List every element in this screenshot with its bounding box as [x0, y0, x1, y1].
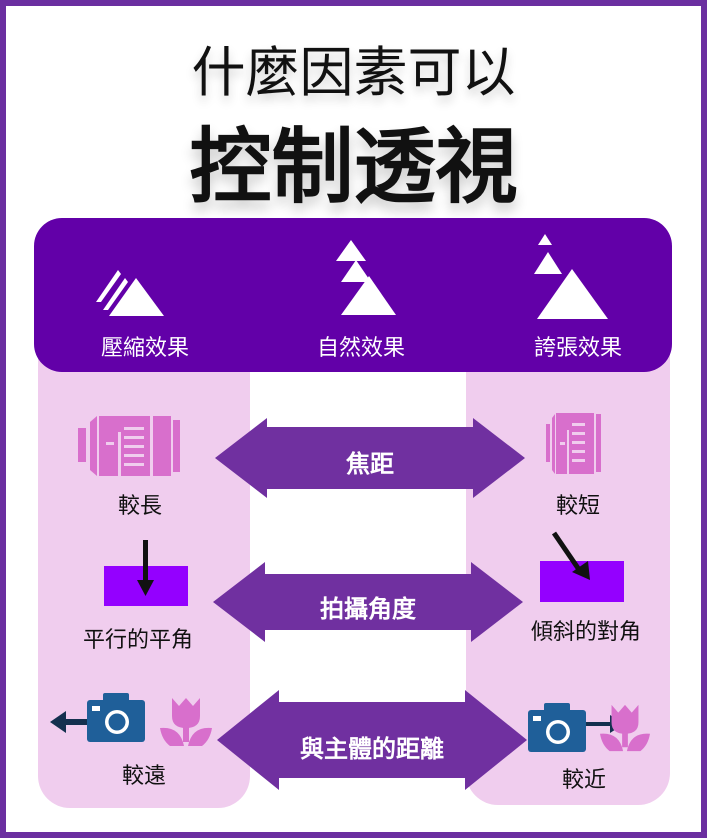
effect-label-exaggerated: 誇張效果 — [533, 336, 622, 361]
factor-focal-length: 焦距 — [346, 450, 394, 478]
factor-angle: 拍攝角度 — [320, 595, 416, 623]
camera-far-icon — [50, 693, 145, 742]
oblique-angle-icon — [540, 531, 624, 602]
title-line-1: 什麼因素可以 — [191, 41, 516, 104]
label-shorter: 較短 — [555, 494, 600, 519]
short-lens-icon — [546, 413, 601, 474]
compressed-mountains-icon — [96, 270, 164, 316]
label-parallel: 平行的平角 — [82, 628, 193, 653]
exaggerated-mountains-icon — [534, 234, 608, 319]
focal-length-arrow — [215, 418, 525, 498]
parallel-angle-icon — [104, 540, 188, 606]
label-closer: 較近 — [561, 768, 606, 793]
flower-far-icon — [160, 698, 212, 746]
label-oblique: 傾斜的對角 — [530, 620, 641, 645]
effect-label-compressed: 壓縮效果 — [100, 336, 189, 361]
factor-distance: 與主體的距離 — [300, 735, 444, 763]
natural-mountains-icon — [336, 240, 396, 315]
angle-arrow — [213, 562, 523, 642]
label-longer: 較長 — [117, 494, 162, 519]
long-lens-icon — [78, 416, 180, 476]
distance-arrow — [217, 690, 527, 790]
title-line-2: 控制透視 — [189, 120, 518, 215]
label-farther: 較遠 — [121, 764, 166, 789]
effect-label-natural: 自然效果 — [316, 336, 405, 361]
flower-near-icon — [600, 704, 650, 752]
